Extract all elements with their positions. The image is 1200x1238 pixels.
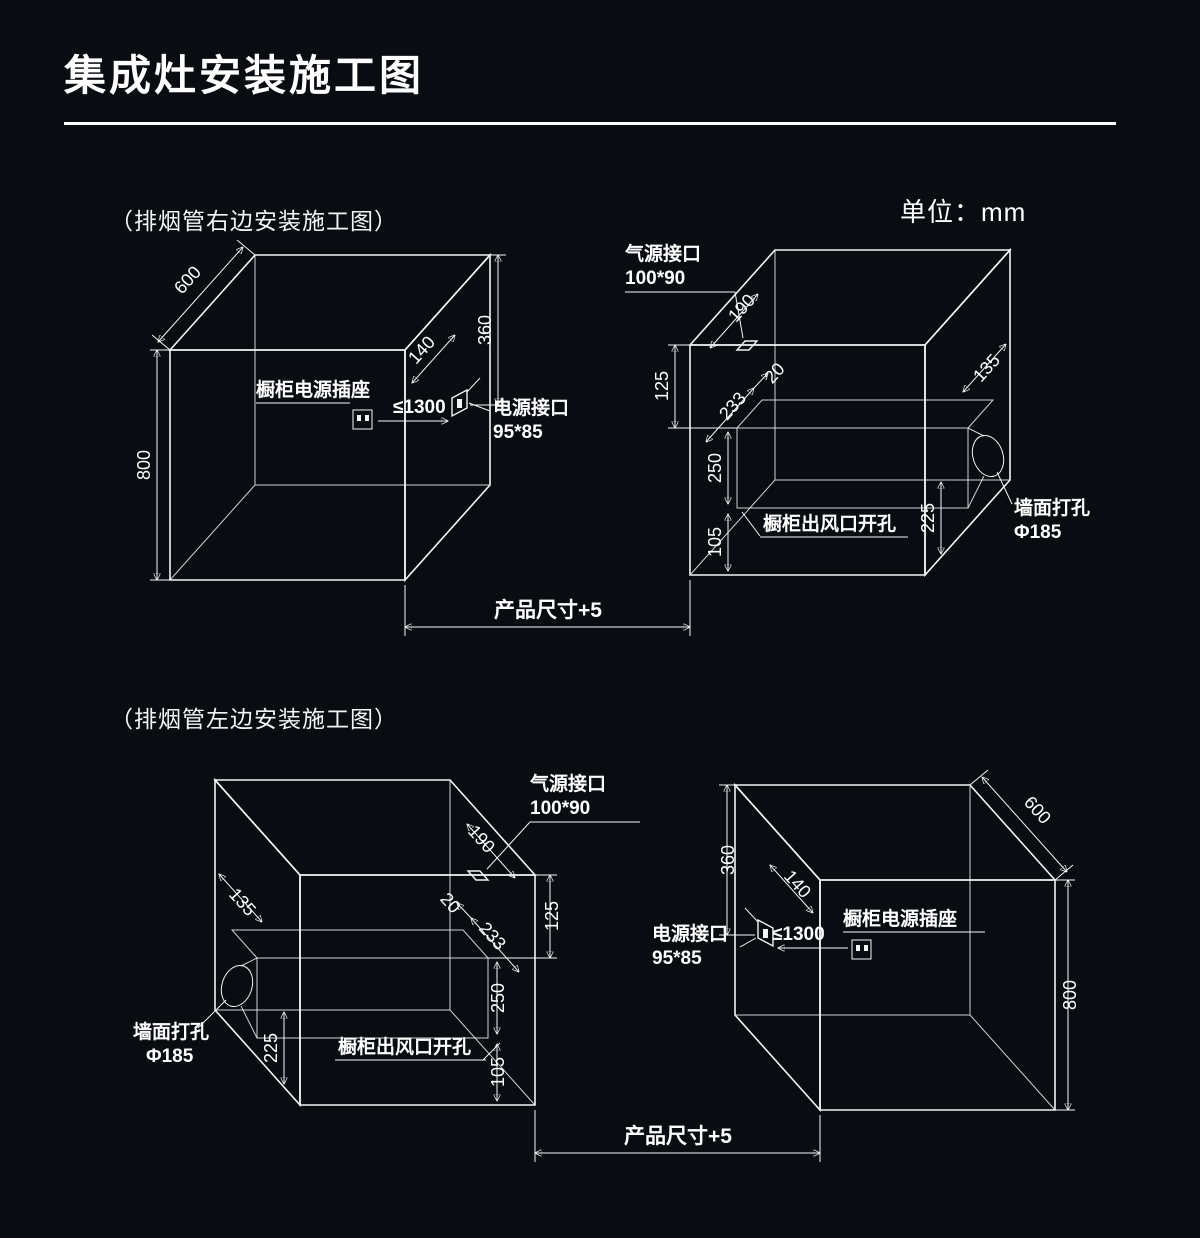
power-port-opening <box>451 388 468 418</box>
dim-top-clearance-text: 360 <box>718 845 738 875</box>
dim-duct-top-offset-125: 125 <box>488 874 562 959</box>
dim-duct-depth-233: 233 <box>706 388 754 442</box>
dim-duct-height-250: 250 <box>705 432 728 504</box>
diagram-exhaust-left: 气源接口 100*90 190 125 233 20 <box>133 769 1080 1162</box>
dim-depth-text: 600 <box>1020 792 1055 828</box>
power-port-size: 95*85 <box>652 948 702 969</box>
dim-gas-offset-text: 190 <box>724 290 759 326</box>
gas-port-label: 气源接口 100*90 <box>624 242 744 339</box>
dim-duct-top-offset-text: 125 <box>652 371 672 401</box>
cabinet-socket-label: 橱柜电源插座 <box>842 907 957 930</box>
wall-hole-name: 墙面打孔 <box>1014 496 1090 519</box>
air-duct <box>220 929 489 1039</box>
dim-duct-depth-233: 233 <box>471 918 519 972</box>
power-port-size: 95*85 <box>493 422 543 443</box>
gas-port-size: 100*90 <box>625 268 685 289</box>
cabinet-box-left-duct <box>213 777 537 1108</box>
product-size-label: 产品尺寸+5 <box>494 598 602 622</box>
product-size-label: 产品尺寸+5 <box>624 1124 732 1148</box>
dim-duct-gap-20: 20 <box>753 359 789 389</box>
dim-hole-depth-135: 135 <box>963 344 1006 392</box>
dim-hole-depth-135: 135 <box>219 874 262 922</box>
wall-hole-callout: 墙面打孔 Φ185 <box>996 471 1090 543</box>
wall-hole-size: Φ185 <box>1014 522 1062 543</box>
dim-duct-top-offset-text: 125 <box>542 901 562 931</box>
outlet-cutout-callout: 橱柜出风口开孔 <box>335 1035 501 1061</box>
wall-hole-callout: 墙面打孔 Φ185 <box>133 999 227 1067</box>
dim-duct-height-text: 250 <box>705 453 725 483</box>
dim-duct-depth-text: 233 <box>715 388 750 424</box>
power-port-label: 电源接口 95*85 <box>468 396 569 443</box>
wall-hole-name: 墙面打孔 <box>133 1020 209 1043</box>
dim-top-clearance-360: 360 <box>718 784 755 936</box>
dim-hole-bottom-text: 225 <box>918 503 938 533</box>
dim-duct-height-250: 250 <box>488 962 508 1034</box>
outlet-cutout-label: 橱柜出风口开孔 <box>337 1035 471 1058</box>
dim-duct-gap-text: 20 <box>436 889 464 917</box>
dim-port-offset-140: 140 <box>744 865 815 923</box>
dim-hole-bottom-text: 225 <box>261 1033 281 1063</box>
dim-height-800: 800 <box>1055 879 1080 1111</box>
dim-top-clearance-text: 360 <box>475 315 495 345</box>
power-port-name: 电源接口 <box>493 396 569 419</box>
dim-gas-offset-190: 190 <box>464 821 515 878</box>
dim-duct-height-text: 250 <box>488 983 508 1013</box>
dim-hole-bottom-225: 225 <box>261 1012 284 1084</box>
gas-port-size: 100*90 <box>530 798 590 819</box>
dim-hole-bottom-225: 225 <box>918 482 941 554</box>
diagram-exhaust-right: 600 800 360 140 电源接 <box>134 239 1090 636</box>
dim-depth-text: 600 <box>170 262 205 298</box>
page-title: 集成灶安装施工图 <box>64 52 425 99</box>
product-size-dim: 产品尺寸+5 <box>404 580 691 636</box>
section-label-right-install: （排烟管右边安装施工图） <box>110 208 398 234</box>
outlet-cutout-label: 橱柜出风口开孔 <box>762 512 896 535</box>
dim-gas-offset-190: 190 <box>710 290 759 348</box>
gas-port-name: 气源接口 <box>529 772 606 795</box>
outlet-cutout-callout: 橱柜出风口开孔 <box>741 511 908 538</box>
dim-height-800: 800 <box>134 349 170 581</box>
unit-label: 单位：mm <box>900 197 1027 227</box>
power-port-name: 电源接口 <box>652 922 728 945</box>
dim-duct-bottom-105: 105 <box>705 514 728 571</box>
dim-duct-bottom-text: 105 <box>705 527 725 557</box>
dim-duct-bottom-105: 105 <box>488 1044 508 1101</box>
title-divider <box>64 122 1116 125</box>
dim-port-offset-text: 140 <box>404 332 439 368</box>
cabinet-socket-callout: 橱柜电源插座 ≤1300 <box>772 907 985 960</box>
product-size-dim: 产品尺寸+5 <box>534 1110 821 1162</box>
air-duct <box>736 399 1005 509</box>
gas-port-name: 气源接口 <box>624 242 701 265</box>
dim-depth-600: 600 <box>151 239 256 351</box>
gas-port-label: 气源接口 100*90 <box>486 772 640 870</box>
dim-height-text: 800 <box>134 450 154 480</box>
dim-duct-depth-text: 233 <box>475 918 510 954</box>
cabinet-socket-callout: 橱柜电源插座 ≤1300 <box>255 378 448 430</box>
max-distance-label: ≤1300 <box>772 924 825 945</box>
cabinet-box-right-duct <box>688 247 1012 578</box>
section-label-left-install: （排烟管左边安装施工图） <box>110 706 398 732</box>
power-port-label: 电源接口 95*85 <box>652 922 757 969</box>
wall-hole-size: Φ185 <box>146 1046 194 1067</box>
wall-hole-circle <box>220 964 254 1008</box>
dim-height-text: 800 <box>1060 980 1080 1010</box>
dim-port-offset-140: 140 <box>404 332 481 393</box>
power-port-opening <box>757 918 774 948</box>
max-distance-label: ≤1300 <box>393 397 446 418</box>
dim-duct-gap-text: 20 <box>760 359 788 387</box>
wall-hole-circle <box>971 434 1005 478</box>
dim-hole-depth-text: 135 <box>969 350 1004 386</box>
dim-duct-bottom-text: 105 <box>488 1057 508 1087</box>
dim-port-offset-text: 140 <box>780 866 815 902</box>
cabinet-socket-label: 橱柜电源插座 <box>255 378 370 401</box>
dim-duct-gap-20: 20 <box>436 889 472 919</box>
dim-depth-600: 600 <box>969 769 1074 881</box>
dim-top-clearance-360: 360 <box>470 254 506 406</box>
